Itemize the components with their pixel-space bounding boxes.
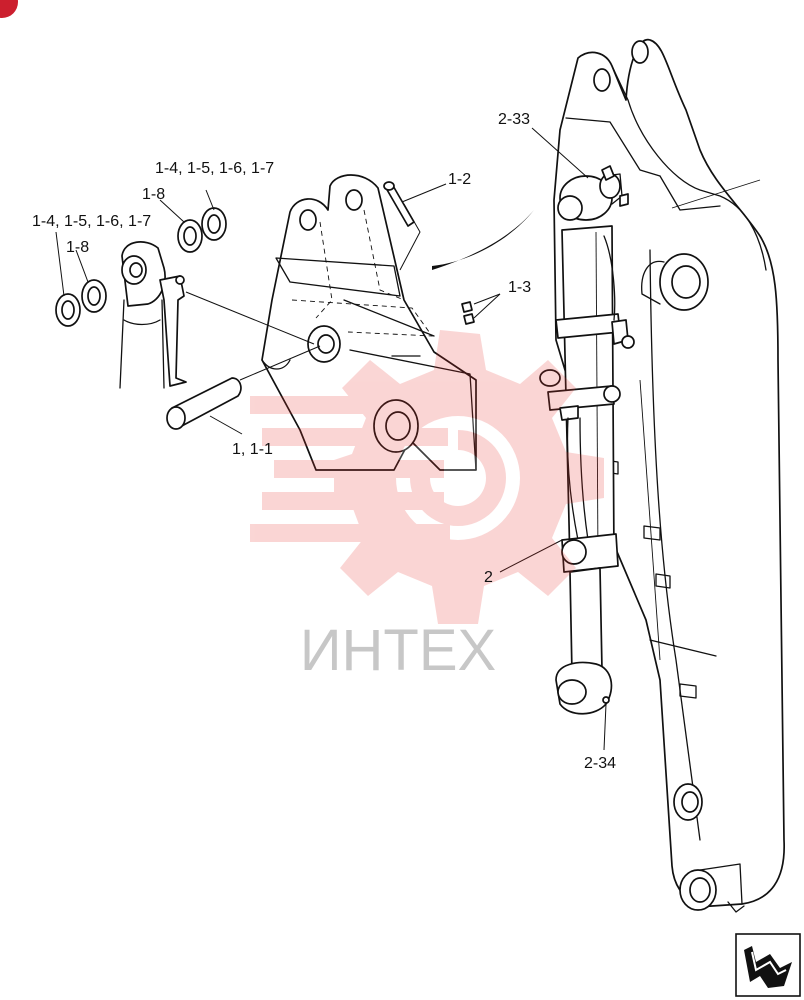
lock-pin: [383, 181, 415, 227]
label-washers-top: 1-4, 1-5, 1-6, 1-7: [155, 160, 274, 177]
label-washer-8-top: 1-8: [142, 186, 165, 203]
washer-group-top: [177, 207, 227, 253]
rod-end-assembly: [119, 241, 187, 389]
label-cylinder-top: 2-33: [498, 111, 530, 128]
label-cylinder: 2: [484, 569, 493, 586]
label-cylinder-bottom: 2-34: [584, 755, 616, 772]
corner-badge-icon: [0, 0, 18, 18]
hydraulic-cylinder: [539, 173, 635, 715]
pin: [166, 377, 242, 430]
mount-bracket: [261, 174, 477, 471]
washer-group-left: [55, 279, 107, 327]
motion-arrow: [432, 210, 534, 270]
bolts: [461, 301, 475, 325]
watermark-logo: [250, 330, 604, 624]
label-washers-left: 1-4, 1-5, 1-6, 1-7: [32, 213, 151, 230]
gear-icon: [334, 330, 604, 624]
label-bolts: 1-3: [508, 279, 531, 296]
leader-lines: [55, 127, 607, 751]
watermark-text: ИНТЕХ: [300, 618, 496, 683]
label-pin: 1, 1-1: [232, 441, 273, 458]
grease-fitting-top: [601, 165, 629, 207]
next-page-arrow-icon[interactable]: [735, 933, 801, 997]
label-pin-lock: 1-2: [448, 171, 471, 188]
label-washer-8-left: 1-8: [66, 239, 89, 256]
